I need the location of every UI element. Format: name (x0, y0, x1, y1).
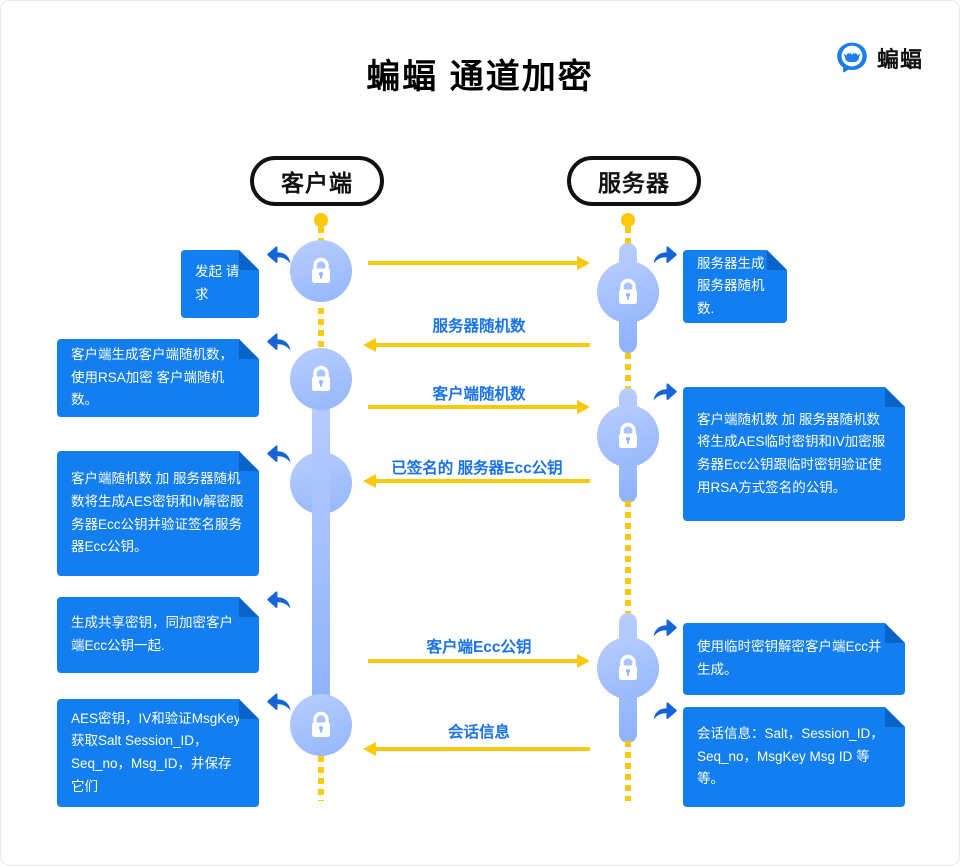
message-label-m2: 服务器随机数 (432, 318, 526, 335)
lifeline-dash-segment (625, 227, 631, 251)
message-arrow-m4 (363, 473, 590, 489)
server-note-4: 会话信息：Salt，Session_ID，Seq_no，MsgKey Msg I… (683, 707, 905, 807)
server-note-3-text: 使用临时密钥解密客户端Ecc并生成。 (697, 639, 882, 677)
message-label-m4: 已签名的 服务器Ecc公钥 (391, 460, 563, 477)
message-label-m5: 客户端Ecc公钥 (426, 639, 532, 656)
client-note-5-text: AES密钥，IV和验证MsgKey获取Salt Session_ID，Seq_n… (71, 710, 241, 794)
server-note-3: 使用临时密钥解密客户端Ecc并生成。 (683, 623, 905, 695)
client-lock-1 (290, 240, 352, 302)
arrow-shaft (374, 747, 590, 751)
server-note-4-text: 会话信息：Salt，Session_ID，Seq_no，MsgKey Msg I… (697, 725, 884, 787)
arrow-head-icon (363, 474, 376, 488)
reply-arrow-icon-client-3 (266, 443, 292, 465)
note-fold-corner-icon (885, 707, 905, 727)
arrow-head-icon (363, 742, 376, 756)
server-lock-2 (597, 405, 659, 467)
client-note-3-text: 客户端随机数 加 服务器随机数将生成AES密钥和Iv解密服务器Ecc公钥并验证签… (71, 471, 244, 555)
client-note-2-text: 客户端生成客户端随机数，使用RSA加密 客户端随机数。 (71, 347, 233, 408)
lifeline-dash-segment (318, 308, 324, 348)
lifeline-seed-dot-server (621, 213, 635, 227)
arrow-shaft (368, 261, 579, 265)
message-arrow-m6 (363, 741, 590, 757)
client-note-4-text: 生成共享密钥，同加密客户端Ecc公钥一起. (71, 615, 233, 653)
reply-arrow-icon-server-3 (652, 617, 678, 639)
server-note-2-text: 客户端随机数 加 服务器随机数将生成AES临时密钥和IV加密服务器Ecc公钥跟临… (697, 411, 886, 495)
reply-arrow-icon-server-1 (652, 244, 678, 266)
arrow-head-icon (577, 256, 590, 270)
reply-arrow-icon-client-4 (266, 589, 292, 611)
actor-client[interactable]: 客户端 (250, 156, 384, 206)
message-arrow-m5 (368, 653, 590, 669)
client-note-5: AES密钥，IV和验证MsgKey获取Salt Session_ID，Seq_n… (57, 699, 259, 807)
note-fold-corner-icon (239, 339, 259, 359)
client-lock-2 (290, 348, 352, 410)
server-lock-3 (597, 637, 659, 699)
server-note-1-text: 服务器生成服务器随机数. (697, 255, 765, 316)
lifeline-seed-dot-client (314, 213, 328, 227)
arrow-head-icon (577, 654, 590, 668)
lifeline-activation-bar (312, 378, 330, 710)
server-note-2: 客户端随机数 加 服务器随机数将生成AES临时密钥和IV加密服务器Ecc公钥跟临… (683, 387, 905, 521)
note-fold-corner-icon (885, 387, 905, 407)
lifeline-dash-segment (318, 756, 324, 801)
message-label-m6: 会话信息 (447, 724, 510, 741)
arrow-head-icon (363, 338, 376, 352)
lifeline-dash-segment (625, 353, 631, 395)
message-arrow-m1 (368, 255, 590, 271)
server-note-1: 服务器生成服务器随机数. (683, 250, 787, 323)
client-note-2: 客户端生成客户端随机数，使用RSA加密 客户端随机数。 (57, 339, 259, 417)
brand-name: 蝙蝠 (876, 47, 923, 72)
server-lock-1 (597, 261, 659, 323)
actor-server-label: 服务器 (598, 170, 670, 196)
client-note-4: 生成共享密钥，同加密客户端Ecc公钥一起. (57, 597, 259, 673)
reply-arrow-icon-client-1 (266, 244, 292, 266)
client-note-1-text: 发起 请求 (195, 264, 240, 302)
arrow-head-icon (577, 400, 590, 414)
message-arrow-m3 (368, 399, 590, 415)
page-title: 蝙蝠 通道加密 (366, 58, 594, 96)
note-fold-corner-icon (239, 451, 259, 471)
client-note-3: 客户端随机数 加 服务器随机数将生成AES密钥和Iv解密服务器Ecc公钥并验证签… (57, 451, 259, 576)
arrow-shaft (374, 479, 590, 483)
note-fold-corner-icon (239, 699, 259, 719)
bat-speech-bubble-logo-icon (835, 41, 869, 75)
client-lock-4 (290, 694, 352, 756)
actor-server[interactable]: 服务器 (567, 156, 701, 206)
reply-arrow-icon-client-5 (266, 691, 292, 713)
arrow-shaft (368, 659, 579, 663)
message-label-m3: 客户端随机数 (432, 386, 526, 403)
lifeline-dash-segment (625, 741, 631, 801)
reply-arrow-icon-client-2 (266, 331, 292, 353)
brand-logo: 蝙蝠 (835, 41, 923, 75)
reply-arrow-icon-server-2 (652, 381, 678, 403)
actor-client-label: 客户端 (281, 170, 353, 196)
lifeline-dash-segment (625, 501, 631, 631)
message-arrow-m2 (363, 337, 590, 353)
note-fold-corner-icon (885, 623, 905, 643)
note-fold-corner-icon (239, 250, 259, 270)
arrow-shaft (374, 343, 590, 347)
client-note-1: 发起 请求 (181, 250, 259, 318)
note-fold-corner-icon (767, 250, 787, 270)
arrow-shaft (368, 405, 579, 409)
note-fold-corner-icon (239, 597, 259, 617)
reply-arrow-icon-server-4 (652, 700, 678, 722)
